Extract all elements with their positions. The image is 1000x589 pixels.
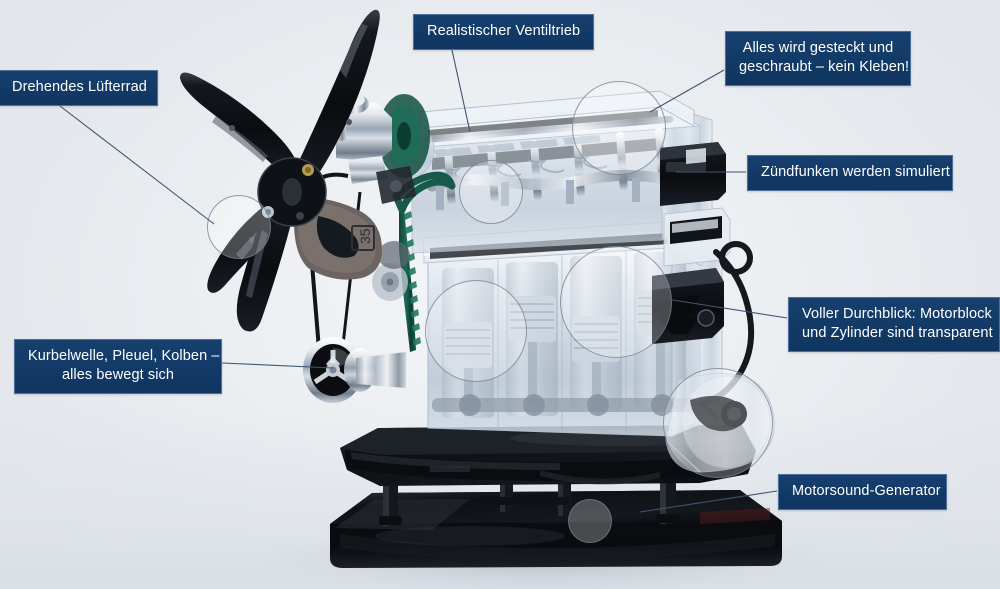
callout-transparent-line-1: Voller Durchblick: Motorblock — [802, 306, 992, 322]
lens-fan — [207, 195, 271, 259]
svg-text:35: 35 — [357, 228, 373, 244]
lens-transparent — [560, 246, 672, 358]
callout-label-sound-generator[interactable]: Motorsound-Generator — [778, 474, 947, 510]
callout-screw-line-2: geschraubt – kein Kleben! — [739, 59, 910, 75]
rotating-fan-wheel: 35 — [180, 9, 382, 332]
callout-screw-line-1: Alles wird gesteckt und — [742, 40, 894, 56]
cam-pulley — [378, 94, 430, 178]
callout-label-fan[interactable]: Drehendes Lüfterrad — [0, 70, 158, 106]
callout-label-ignition-spark[interactable]: Zündfunken werden simuliert — [747, 155, 953, 191]
timing-belt-assembly — [303, 94, 456, 403]
callout-crank-line-2: alles bewegt sich — [61, 367, 175, 383]
lens-sound — [568, 499, 612, 543]
idler-pulley — [372, 263, 408, 301]
callout-transparent-line-2: und Zylinder sind transparent — [802, 325, 993, 341]
callout-label-crankshaft[interactable]: Kurbelwelle, Pleuel, Kolben – alles bewe… — [14, 339, 222, 394]
front-bracket — [376, 166, 416, 204]
lens-valvetrain — [459, 160, 523, 224]
callout-spark-line-1: Zündfunken werden simuliert — [761, 164, 950, 180]
callout-valve-line-1: Realistischer Ventiltrieb — [427, 23, 581, 39]
upper-pulley — [378, 241, 410, 269]
callout-label-transparent-block[interactable]: Voller Durchblick: Motorblock und Zylind… — [788, 297, 1000, 352]
lens-screws — [572, 81, 666, 175]
callout-label-valve-train[interactable]: Realistischer Ventiltrieb — [413, 14, 594, 50]
callout-fan-line-1: Drehendes Lüfterrad — [12, 79, 147, 95]
fan-hub — [257, 157, 327, 227]
lens-cover — [663, 368, 773, 478]
lens-crank — [425, 280, 527, 382]
callout-crank-line-1: Kurbelwelle, Pleuel, Kolben – — [28, 348, 220, 364]
callout-sound-line-1: Motorsound-Generator — [792, 483, 941, 499]
callout-label-no-glue[interactable]: Alles wird gesteckt und geschraubt – kei… — [725, 31, 911, 86]
